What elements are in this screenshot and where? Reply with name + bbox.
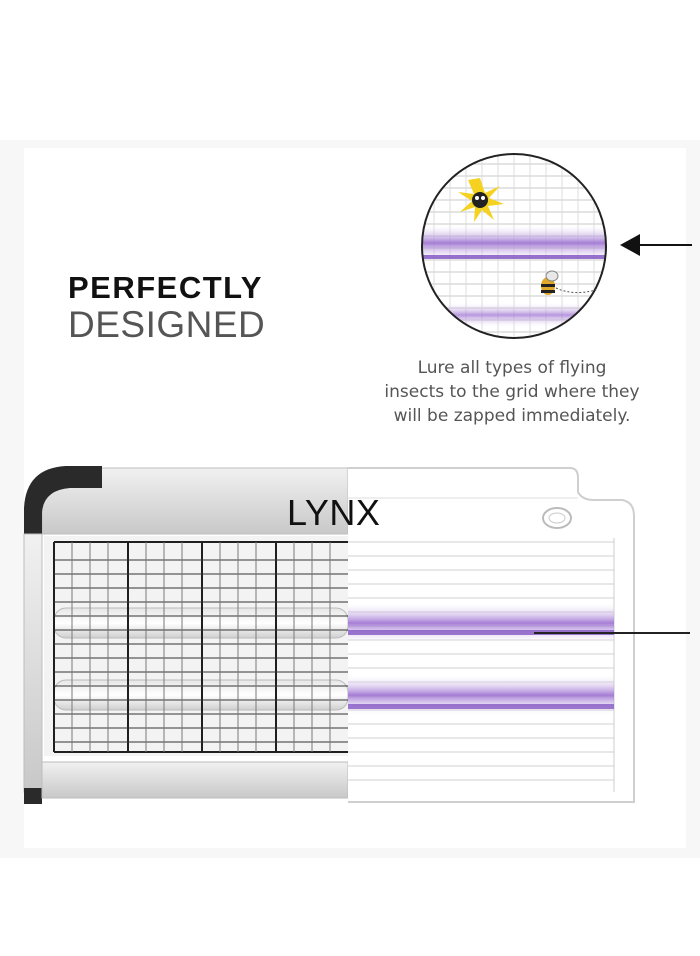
brand-logo-text: LYNX: [287, 492, 381, 533]
caption-line-3: will be zapped immediately.: [393, 406, 631, 426]
device-schematic-half: [348, 467, 635, 803]
callout-line: [534, 632, 690, 634]
caption-line-1: Lure all types of flying: [417, 358, 607, 378]
bug-zapper-illustration: [23, 466, 635, 804]
arrow-left-icon: [620, 234, 692, 256]
headline-line-1: PERFECTLY: [68, 270, 263, 305]
caption-line-2: insects to the grid where they: [384, 382, 640, 402]
headline: PERFECTLY DESIGNED: [68, 270, 288, 346]
zapped-insect-icon: [458, 178, 504, 222]
feature-caption: Lure all types of flying insects to the …: [362, 356, 662, 428]
headline-line-2: DESIGNED: [68, 304, 266, 345]
grid-zoom-detail: [421, 153, 607, 339]
bee-icon: [541, 270, 597, 295]
device-realistic-half: [23, 466, 349, 804]
